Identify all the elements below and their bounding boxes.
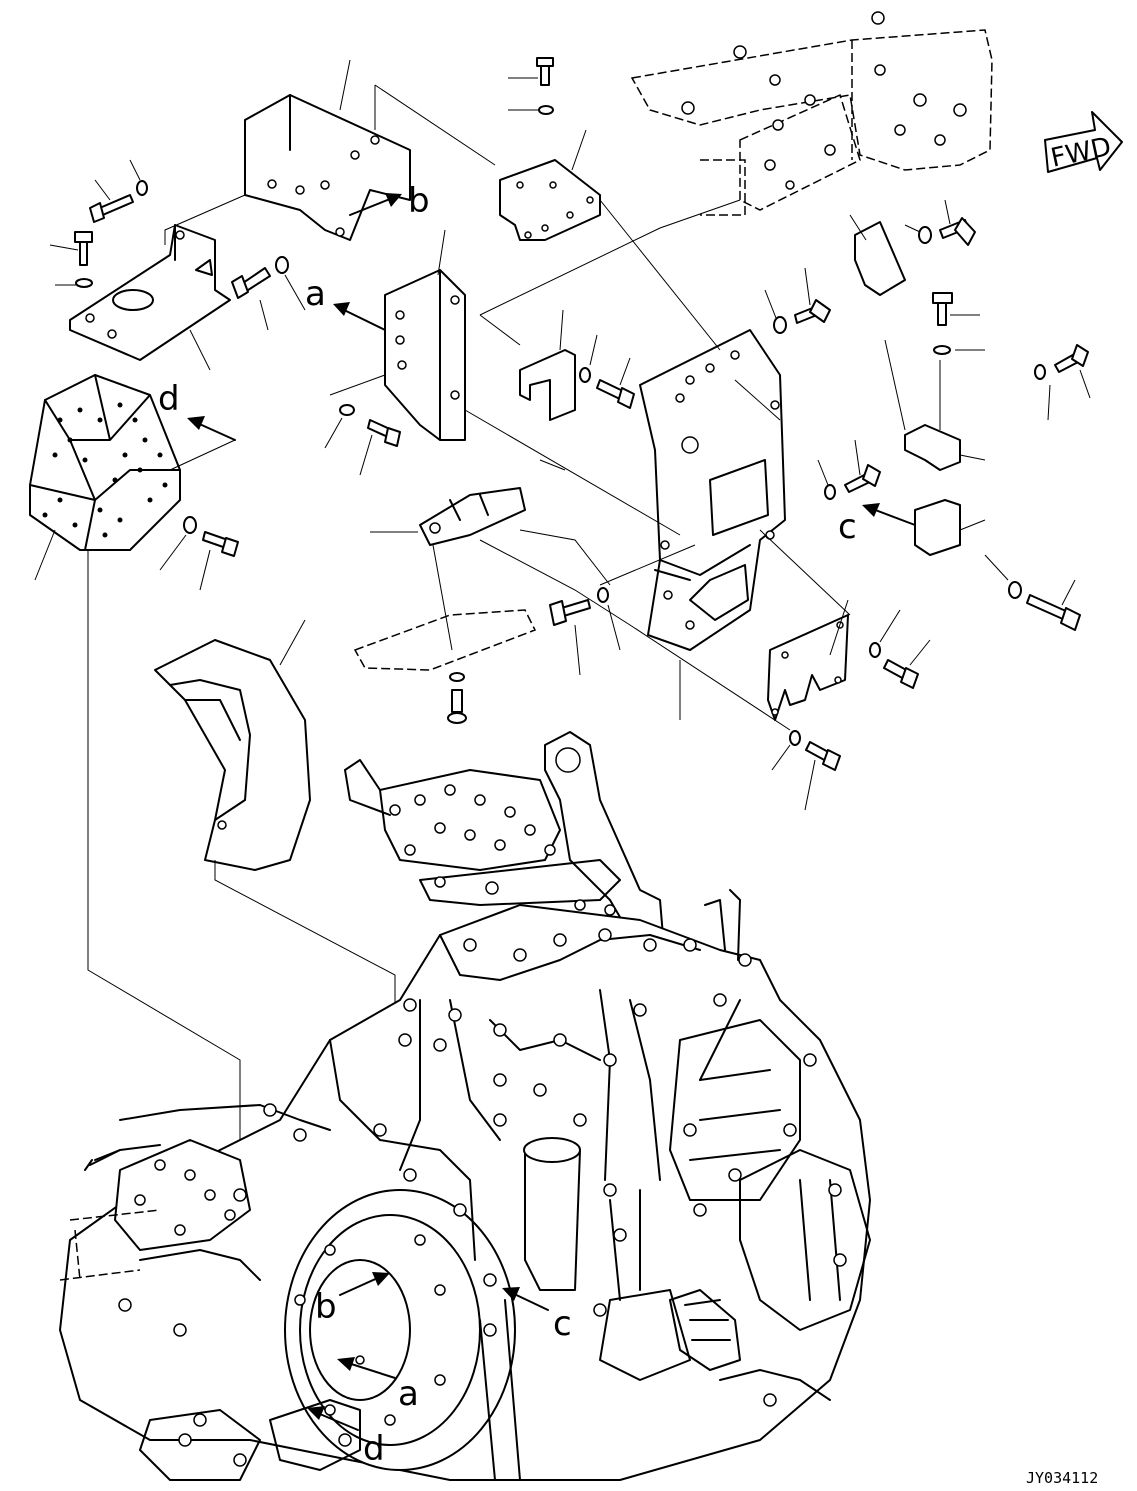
ref-arrow-d-top: d <box>158 379 236 441</box>
perforated-box-cover <box>29 374 181 581</box>
ref-arrow-a-bottom: a <box>337 1357 419 1414</box>
label-c-top: c <box>838 507 857 547</box>
ref-arrow-c-bottom: c <box>502 1287 572 1344</box>
center-block-on-plate <box>353 487 537 724</box>
bolt-z-bracket <box>579 334 635 409</box>
drawing-number: JY034112 <box>1026 1469 1098 1487</box>
bolts-left-upper <box>49 159 306 331</box>
bolt-top-center <box>508 57 554 115</box>
transmission-assembly <box>59 731 871 1481</box>
tall-vertical-bracket <box>384 229 466 441</box>
bolt-bracket-lower <box>324 404 401 476</box>
ref-arrow-c-top: c <box>838 503 916 547</box>
right-hardware-group <box>764 199 1091 631</box>
upper-cover-bracket <box>244 94 411 241</box>
label-d-top: d <box>158 379 180 419</box>
ref-arrow-b-top: b <box>349 181 430 221</box>
main-mount-plate <box>639 329 786 720</box>
bolt-center <box>549 587 621 676</box>
label-a-bottom: a <box>398 1374 419 1414</box>
ref-arrow-a-top: a <box>305 274 386 331</box>
bolt-gasket <box>771 609 931 811</box>
left-base-plate <box>69 224 231 371</box>
label-b-top: b <box>408 181 430 221</box>
small-mount-bracket <box>499 129 601 241</box>
gasket-plate <box>767 599 849 721</box>
label-c-bottom: c <box>553 1304 572 1344</box>
label-a-top: a <box>305 274 326 314</box>
label-b-bottom: b <box>315 1287 337 1327</box>
fan-shroud <box>154 619 311 871</box>
label-d-bottom: d <box>363 1429 385 1469</box>
reference-frame-dashed <box>630 11 993 216</box>
bolt-box-mount <box>159 516 239 591</box>
ref-arrow-d-bottom: d <box>307 1406 385 1469</box>
forward-direction-arrow: FWD <box>1044 111 1123 174</box>
z-shaped-bracket <box>519 309 576 421</box>
ref-arrow-b-bottom: b <box>315 1272 390 1327</box>
